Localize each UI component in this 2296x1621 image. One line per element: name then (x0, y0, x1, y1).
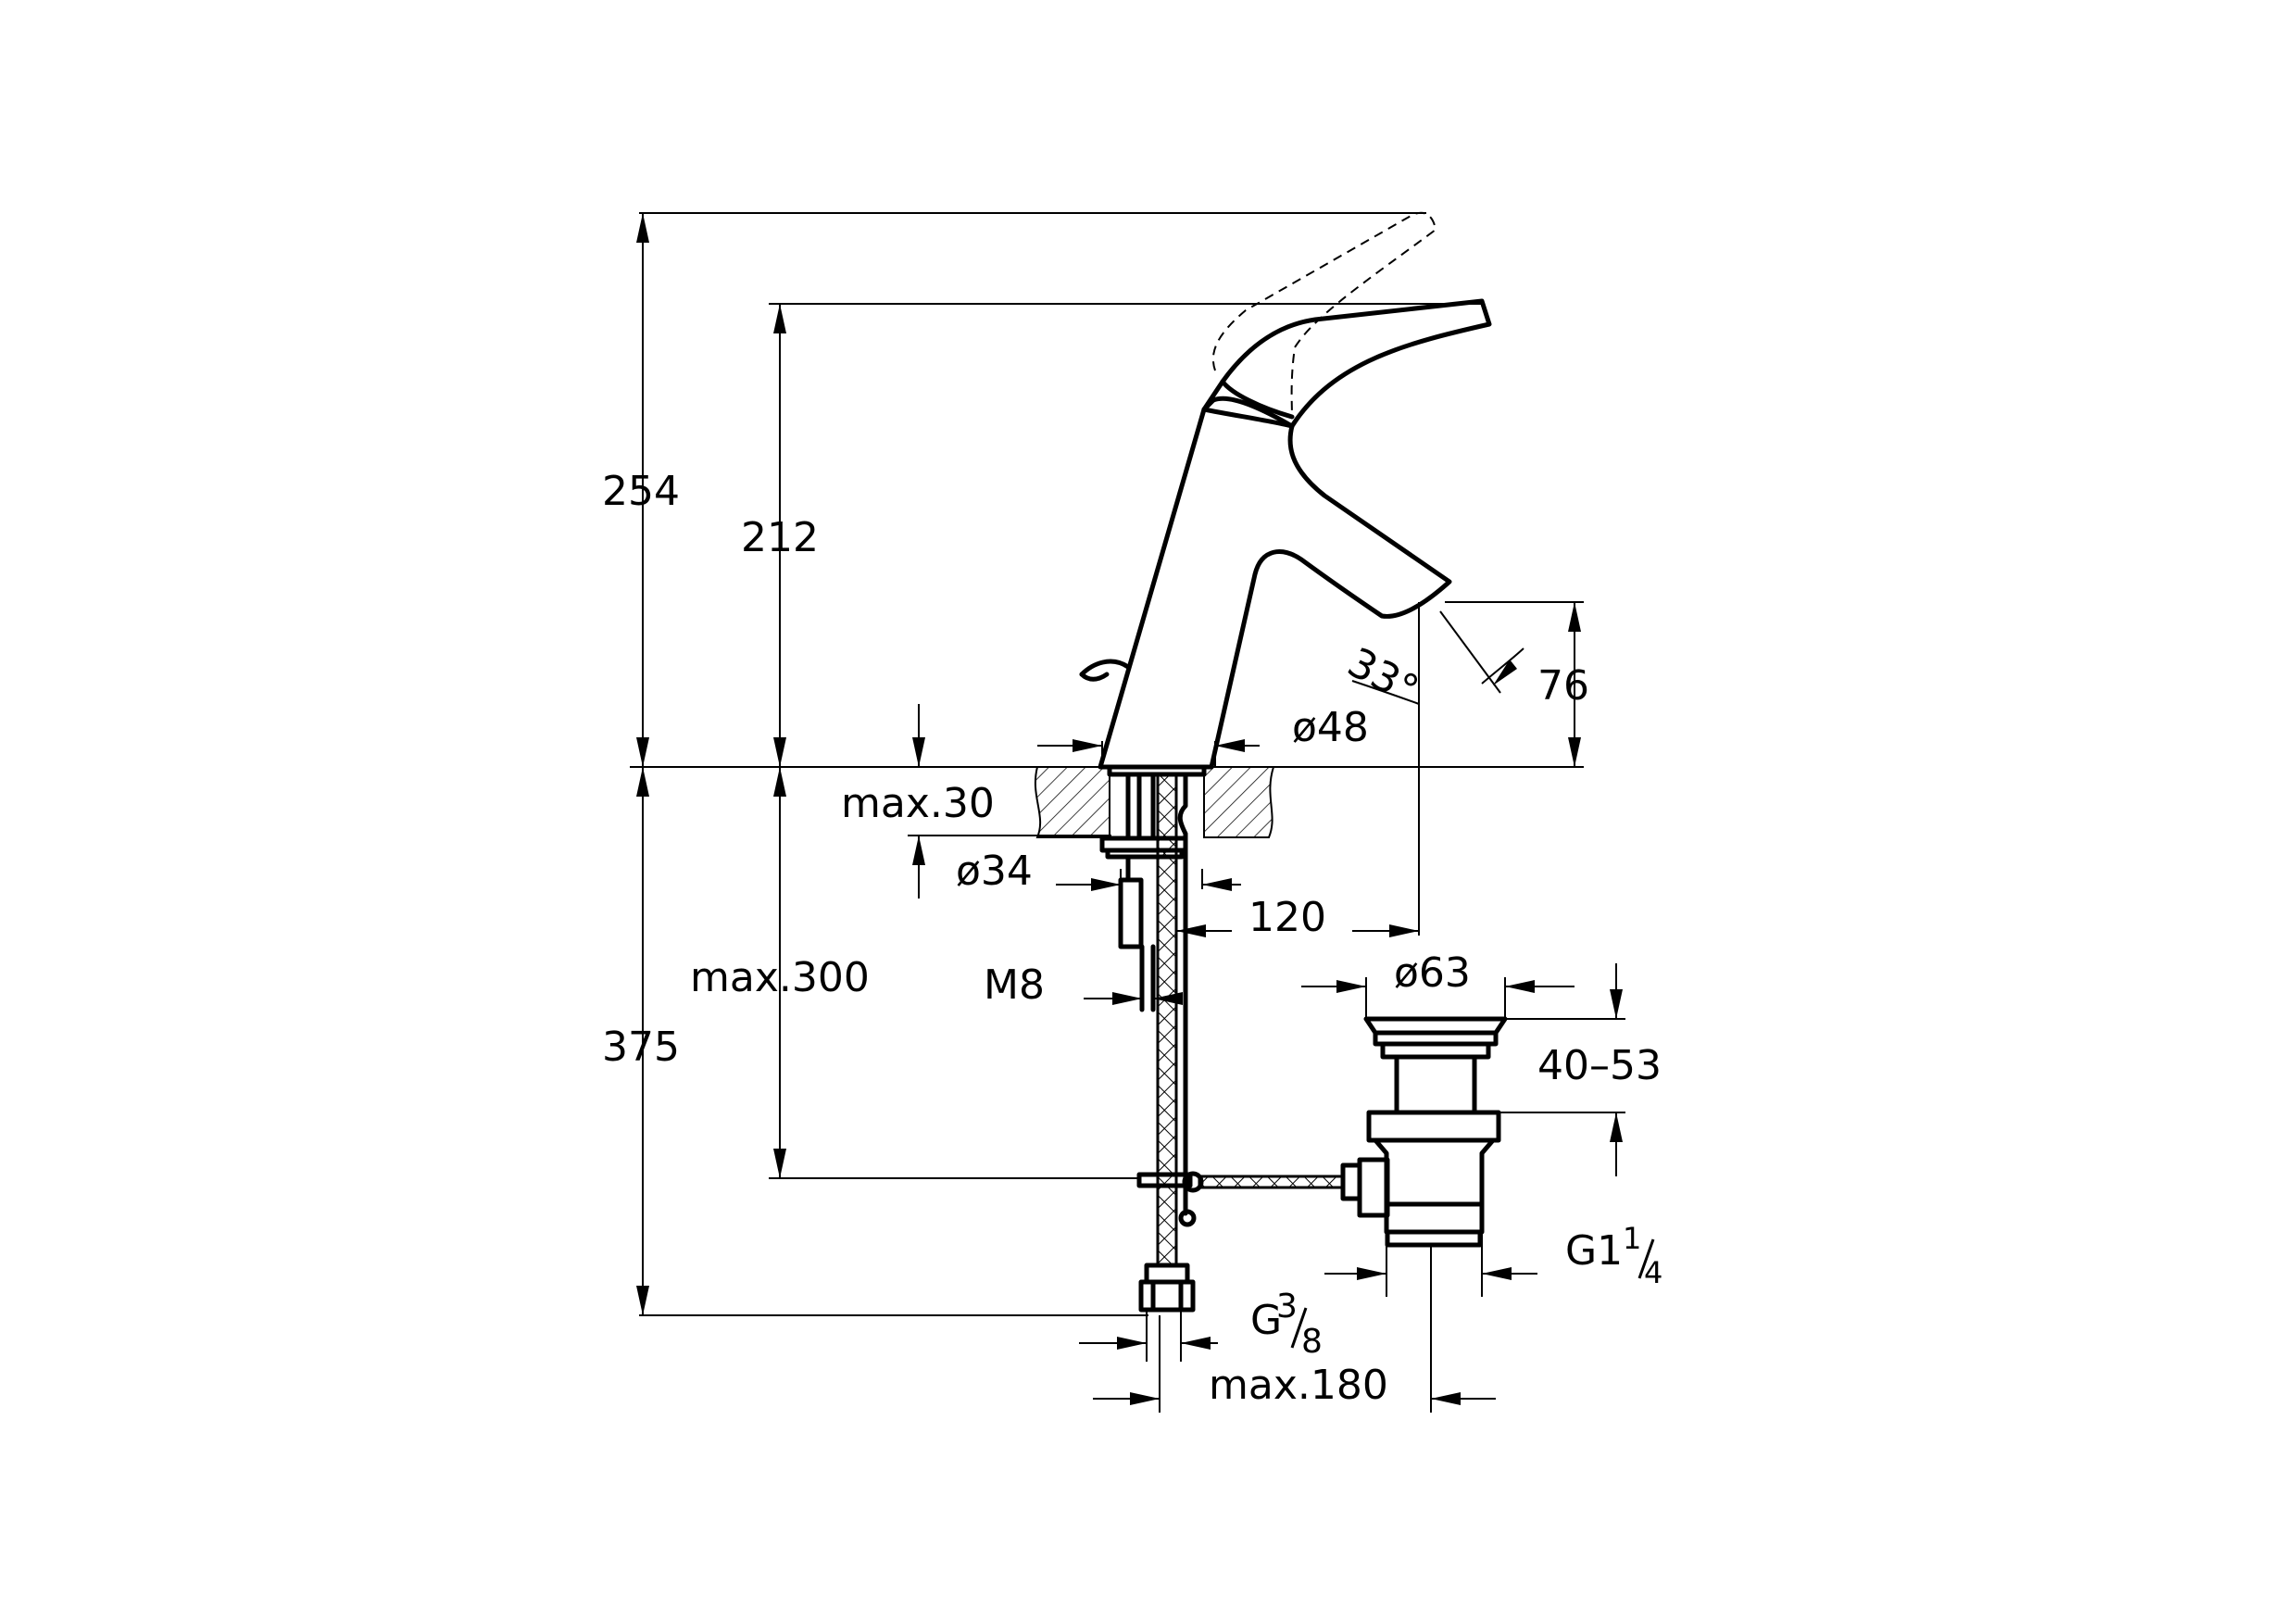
supply-thread-main: G (1250, 1297, 1282, 1344)
dim-waste-thread: G1 (1565, 1227, 1623, 1275)
dim-body-diameter: ø48 (1292, 704, 1369, 751)
supply-thread-den: 8 (1301, 1323, 1323, 1361)
popup-rod (1136, 772, 1362, 1227)
popup-rod-knob (1079, 659, 1131, 682)
waste-thread-den: 4 (1644, 1255, 1662, 1290)
supply-thread-slash (1290, 1307, 1308, 1349)
dim-max-hose-length: max.300 (690, 954, 870, 1001)
dimension-lines (630, 212, 1625, 1413)
supply-hose (1138, 773, 1196, 1313)
waste-thread-num: 1 (1623, 1221, 1641, 1256)
faucet-body (1098, 396, 1452, 777)
dim-max-deck-thickness: max.30 (841, 780, 995, 827)
waste-thread-slash (1637, 1238, 1655, 1279)
countertop-section (1034, 766, 1275, 838)
dimension-labels: 254 212 76 33° ø48 max.30 ø34 120 M8 ø63… (602, 468, 1662, 1409)
dim-outlet-height: 76 (1537, 662, 1589, 710)
dim-waste-depth: 40–53 (1537, 1042, 1662, 1089)
supply-thread-num: 3 (1276, 1288, 1298, 1326)
dim-stud-thread: M8 (984, 961, 1045, 1009)
dim-overall-height: 254 (602, 468, 680, 515)
dim-below-deck-total: 375 (602, 1024, 680, 1071)
waste-thread-main: G1 (1565, 1227, 1623, 1275)
dim-waste-diameter: ø63 (1394, 949, 1471, 997)
dim-max-offset: max.180 (1209, 1362, 1388, 1409)
dim-spout-height: 212 (741, 514, 819, 561)
dim-hole-diameter: ø34 (956, 848, 1033, 895)
popup-waste (1357, 1016, 1508, 1248)
dim-supply-thread: G (1250, 1297, 1282, 1344)
dim-reach: 120 (1248, 894, 1326, 941)
lever-handle (1201, 298, 1492, 429)
lever-raised-outline (1211, 211, 1437, 418)
